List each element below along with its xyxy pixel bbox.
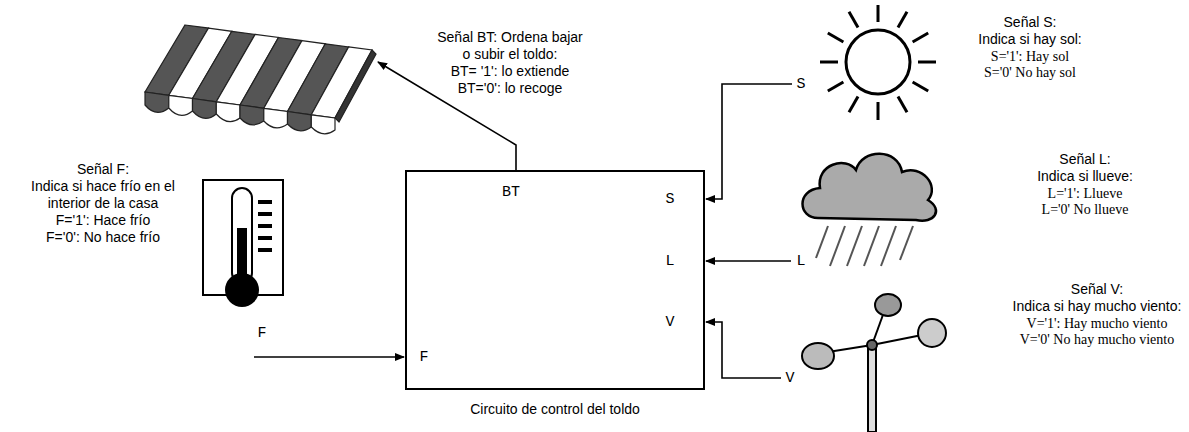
signal-heading: Señal F:	[77, 161, 129, 178]
pin-name: V	[665, 314, 674, 331]
signal-name: F	[257, 325, 266, 342]
signal-name: L	[796, 253, 805, 270]
illustration-part	[849, 12, 858, 28]
sun-illustration	[820, 5, 936, 120]
illustration-part	[335, 50, 376, 122]
pin-name: BT	[502, 184, 520, 201]
illustration-part	[867, 340, 877, 350]
illustration-part	[847, 226, 862, 266]
signal-heading: Señal S:	[1004, 14, 1057, 31]
illustration-part	[877, 5, 880, 22]
illustration-part	[828, 82, 844, 91]
illustration-part	[872, 335, 922, 345]
illustration-part	[145, 92, 169, 112]
pin-name: L	[665, 253, 674, 270]
illustration-part	[898, 12, 907, 28]
illustration-part	[816, 226, 828, 258]
illustration-part	[193, 99, 217, 119]
signal-value: V='1': Hay mucho viento	[1027, 315, 1168, 332]
illustration-part	[264, 108, 288, 128]
signal-description: Señal BT: Ordena bajar o subir el toldo:	[436, 29, 584, 63]
anemometer-illustration	[802, 294, 946, 432]
illustration-part	[828, 345, 872, 352]
signal-value: S='1': Hay sol	[991, 48, 1069, 65]
illustration-part	[820, 61, 838, 64]
illustration-part	[258, 236, 272, 240]
signal-description: Indica si hace frío en el interior de la…	[28, 178, 178, 212]
illustration-part	[802, 343, 834, 369]
signal-value: BT='0': lo recoge	[458, 80, 563, 97]
illustration-part	[258, 200, 272, 204]
illustration-part	[254, 356, 404, 358]
illustration-part	[913, 33, 929, 42]
illustration-part	[864, 226, 879, 266]
control-circuit-box: Circuito de control del toldo	[405, 170, 705, 390]
signal-name: S	[796, 76, 805, 93]
signal-value: V='0' No hay mucho viento	[1020, 331, 1174, 348]
illustration-part	[846, 30, 910, 94]
illustration-part	[898, 97, 907, 113]
illustration-part	[288, 112, 312, 131]
signal-description: Indica si hay mucho viento:	[1013, 298, 1182, 315]
illustration-part	[706, 260, 791, 262]
illustration-part	[877, 102, 880, 120]
illustration-part	[706, 84, 792, 199]
illustration-part	[918, 319, 946, 347]
illustration-part	[240, 105, 264, 125]
signal-value: L='1': Llueve	[1048, 185, 1123, 202]
illustration-part	[913, 82, 929, 91]
illustration-part	[258, 224, 272, 228]
signal-value: F='0': No hace frío	[46, 229, 160, 246]
illustration-part	[169, 95, 193, 115]
thermometer-illustration	[203, 180, 283, 307]
signal-description: Indica si hay sol:	[978, 31, 1082, 48]
illustration-part	[881, 226, 896, 266]
illustration-part	[849, 97, 858, 113]
illustration-part	[830, 226, 845, 266]
illustration-part	[225, 273, 259, 307]
pin-name: F	[419, 349, 428, 366]
illustration-part	[918, 61, 936, 64]
signal-wires	[254, 62, 792, 378]
signal-value: F='1': Hace frío	[56, 212, 150, 229]
signal-value: BT= '1': lo extiende	[451, 63, 570, 80]
illustration-part	[258, 212, 272, 216]
pin-name: S	[665, 191, 674, 208]
illustration-part	[875, 294, 901, 316]
signal-heading: Señal L:	[1059, 151, 1110, 168]
box-caption: Circuito de control del toldo	[367, 401, 743, 418]
signal-value: L='0' No llueve	[1042, 201, 1129, 218]
signal-heading: Señal V:	[1071, 281, 1123, 298]
illustration-part	[828, 33, 844, 42]
illustration-part	[803, 154, 937, 221]
signal-value: S='0' No hay sol	[984, 64, 1076, 81]
illustration-part	[311, 115, 335, 134]
illustration-part	[258, 248, 272, 252]
illustration-part	[868, 345, 876, 432]
rain-cloud-illustration	[803, 154, 937, 266]
illustration-part	[706, 322, 781, 378]
awning-illustration	[145, 25, 376, 134]
illustration-part	[816, 226, 913, 266]
illustration-part	[900, 226, 913, 260]
illustration-part	[216, 102, 240, 122]
signal-name: V	[785, 370, 794, 387]
signal-description: Indica si llueve:	[1037, 168, 1133, 185]
